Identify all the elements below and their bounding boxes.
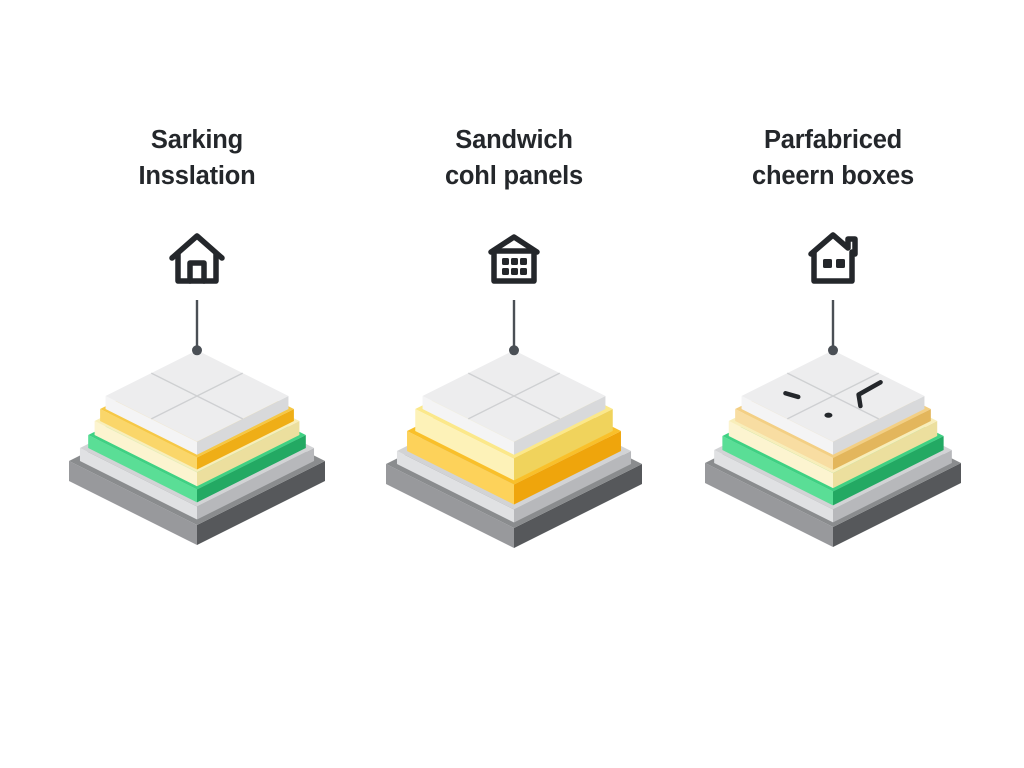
caption-line-1: Parfabriced xyxy=(763,126,903,154)
leader-endpoint-dot xyxy=(509,345,519,356)
caption-line-2: cheern boxes xyxy=(751,162,914,190)
layer-face-right xyxy=(514,409,613,481)
layer-face-right xyxy=(833,463,961,547)
stack-layer-top-panel xyxy=(741,350,925,455)
layer-face-right xyxy=(833,450,952,523)
layer-face-left xyxy=(79,448,197,520)
diagram-column-2: Parfabriced cheern boxes xyxy=(668,0,998,768)
diagram-column-1: Sandwich cohl panels xyxy=(349,0,679,768)
panel-seam-lines xyxy=(786,372,880,420)
layer-face-right xyxy=(833,421,938,489)
column-caption-0: Sarking Insslation xyxy=(32,122,362,194)
layer-face-right xyxy=(197,448,315,520)
caption-line-1: Sandwich xyxy=(455,126,573,154)
layer-face-right xyxy=(833,409,931,470)
layer-face-right xyxy=(514,451,632,523)
layer-face-left xyxy=(714,450,833,523)
panel-seam-lines xyxy=(150,372,244,420)
layer-face-right xyxy=(197,421,300,487)
layer-face-right xyxy=(197,396,289,455)
l-bracket-mark xyxy=(856,380,883,409)
layer-face-right xyxy=(514,464,642,548)
column-caption-1: Sandwich cohl panels xyxy=(349,122,679,194)
layer-face-left xyxy=(94,421,197,487)
icon-slot-0 xyxy=(32,222,362,296)
layer-face-left xyxy=(386,464,514,548)
layer-stack-2 xyxy=(668,300,998,630)
layer-face-left xyxy=(741,396,833,455)
layer-face-right xyxy=(833,396,925,455)
stack-layer-top-panel xyxy=(422,350,606,455)
layer-face-right xyxy=(833,436,944,506)
layer-face-left xyxy=(69,461,197,545)
layer-face-right xyxy=(197,461,325,545)
isometric-stack xyxy=(69,300,325,545)
layer-stack-0 xyxy=(32,300,362,630)
layer-face-left xyxy=(728,421,833,489)
layer-face-left xyxy=(722,436,833,506)
layer-face-left xyxy=(705,463,833,547)
layer-face-left xyxy=(100,409,197,470)
layer-face-left xyxy=(415,409,514,481)
leader-endpoint-dot xyxy=(192,345,202,356)
dash-mark xyxy=(783,391,801,400)
layer-face-left xyxy=(735,409,833,470)
dot-mark xyxy=(824,412,833,418)
house-icon xyxy=(169,233,225,284)
caption-line-2: cohl panels xyxy=(444,162,584,190)
isometric-stack xyxy=(386,300,642,548)
stack-layer-top-panel xyxy=(105,350,289,455)
layer-face-right xyxy=(197,435,306,503)
isometric-stack xyxy=(705,300,961,547)
column-caption-2: Parfabriced cheern boxes xyxy=(668,122,998,194)
layer-face-right xyxy=(514,396,606,455)
layer-face-right xyxy=(197,409,294,470)
layer-face-right xyxy=(514,431,621,505)
diagram-column-0: Sarking Insslation xyxy=(32,0,362,768)
icon-slot-1 xyxy=(349,222,679,296)
layer-face-left xyxy=(422,396,514,455)
house-chimney-icon xyxy=(808,232,858,284)
caption-line-1: Sarking xyxy=(150,126,244,154)
building-windows-icon xyxy=(488,234,540,284)
layer-face-left xyxy=(88,435,197,503)
layer-face-left xyxy=(407,431,514,505)
icon-slot-2 xyxy=(668,222,998,296)
caption-line-2: Insslation xyxy=(138,162,256,190)
layer-stack-1 xyxy=(349,300,679,630)
panel-seam-lines xyxy=(467,372,561,420)
leader-endpoint-dot xyxy=(828,345,838,356)
layer-face-left xyxy=(396,451,514,523)
layer-face-left xyxy=(105,396,197,455)
